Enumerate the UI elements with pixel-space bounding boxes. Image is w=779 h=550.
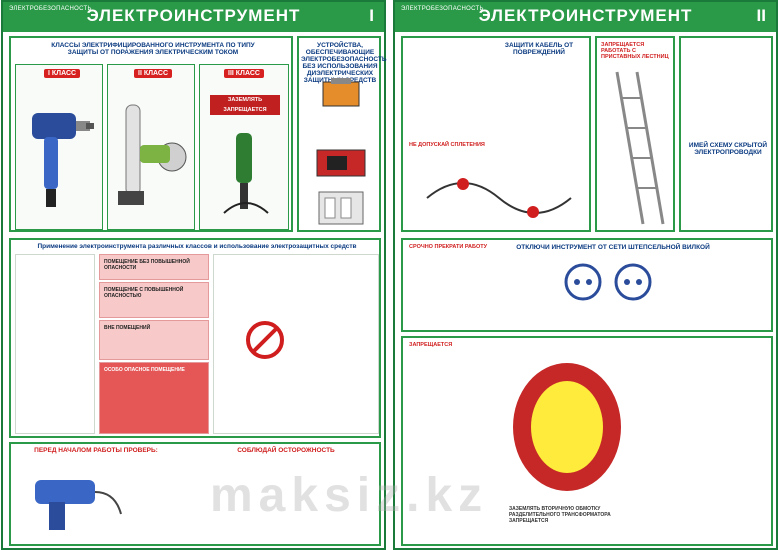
legend-column	[15, 254, 95, 434]
poster-right: ЭЛЕКТРОБЕЗОПАСНОСТЬ ЭЛЕКТРОИНСТРУМЕНТ II…	[393, 0, 778, 550]
watermark: maksiz.kz	[210, 469, 489, 522]
class-2-label: II КЛАСС	[134, 69, 173, 78]
premise-row-1: ПОМЕЩЕНИЕ БЕЗ ПОВЫШЕННОЙ ОПАСНОСТИ	[99, 254, 209, 280]
premise-3-label: ВНЕ ПОМЕЩЕНИЙ	[104, 325, 151, 331]
transformer-panel: ЗАПРЕЩАЕТСЯ ЗАЗЕМЛЯТЬ ВТОРИЧНУЮ ОБМОТКУ …	[401, 336, 773, 546]
premise-row-2: ПОМЕЩЕНИЕ С ПОВЫШЕННОЙ ОПАСНОСТЬЮ	[99, 282, 209, 318]
devices-panel: УСТРОЙСТВА, ОБЕСПЕЧИВАЮЩИЕ ЭЛЕКТРОБЕЗОПА…	[297, 36, 387, 232]
socket-icon	[614, 263, 652, 301]
premise-2-label: ПОМЕЩЕНИЕ С ПОВЫШЕННОЙ ОПАСНОСТЬЮ	[104, 287, 184, 299]
hidden-wiring-title: ИМЕЙ СХЕМУ СКРЫТОЙ ЭЛЕКТРОПРОВОДКИ	[688, 142, 768, 156]
plug-socket-icon	[564, 263, 602, 301]
caution-title: СОБЛЮДАЙ ОСТОРОЖНОСТЬ	[237, 447, 335, 454]
class-3-box: III КЛАСС ЗАЗЕМЛЯТЬ ЗАПРЕЩАЕТСЯ	[199, 64, 289, 230]
header-left: ЭЛЕКТРОБЕЗОПАСНОСТЬ ЭЛЕКТРОИНСТРУМЕНТ I	[3, 2, 384, 32]
drill-check-icon	[35, 480, 122, 530]
header-right: ЭЛЕКТРОБЕЗОПАСНОСТЬ ЭЛЕКТРОИНСТРУМЕНТ II	[395, 2, 776, 32]
rcd-switch-icon	[318, 191, 364, 225]
poster-number-left: I	[369, 6, 374, 25]
forbidden-title: ЗАПРЕЩАЕТСЯ	[409, 342, 453, 348]
premise-row-4: ОСОБО ОПАСНОЕ ПОМЕЩЕНИЕ	[99, 362, 209, 434]
protect-cable-title: ЗАЩИТИ КАБЕЛЬ ОТ ПОВРЕЖДЕНИЙ	[504, 42, 574, 56]
premise-4-label: ОСОБО ОПАСНОЕ ПОМЕЩЕНИЕ	[104, 367, 185, 373]
disconnect-panel: СРОЧНО ПРЕКРАТИ РАБОТУ ОТКЛЮЧИ ИНСТРУМЕН…	[401, 238, 773, 332]
no-ladder-title: ЗАПРЕЩАЕТСЯ РАБОТАТЬ С ПРИСТАВНЫХ ЛЕСТНИ…	[601, 42, 669, 60]
class-3-label: III КЛАСС	[224, 69, 264, 78]
no-tangle-title: НЕ ДОПУСКАЙ СПЛЕТЕНИЯ	[409, 142, 485, 148]
soldering-tool-icon	[223, 133, 269, 214]
class-1-label: I КЛАСС	[44, 69, 81, 78]
poster-number-right: II	[756, 6, 766, 25]
brand-right: ЭЛЕКТРОБЕЗОПАСНОСТЬ	[401, 6, 484, 12]
ladder-icon	[615, 71, 665, 225]
transformer-icon	[322, 78, 360, 107]
poster-left: ЭЛЕКТРОБЕЗОПАСНОСТЬ ЭЛЕКТРОИНСТРУМЕНТ I …	[1, 0, 387, 550]
workers-grid	[213, 254, 379, 434]
drill-icon	[32, 113, 94, 207]
ladder-panel: ЗАПРЕЩАЕТСЯ РАБОТАТЬ С ПРИСТАВНЫХ ЛЕСТНИ…	[595, 36, 675, 232]
checks-panel: ПЕРЕД НАЧАЛОМ РАБОТЫ ПРОВЕРЬ: СОБЛЮДАЙ О…	[9, 442, 381, 546]
classes-title: КЛАССЫ ЭЛЕКТРИФИЦИРОВАННОГО ИНСТРУМЕНТА …	[51, 42, 255, 56]
grounding-note: ЗАЗЕМЛЯТЬ ВТОРИЧНУЮ ОБМОТКУ РАЗДЕЛИТЕЛЬН…	[509, 506, 611, 524]
title-right: ЭЛЕКТРОИНСТРУМЕНТ	[478, 6, 693, 25]
wiring-panel: ИМЕЙ СХЕМУ СКРЫТОЙ ЭЛЕКТРОПРОВОДКИ	[679, 36, 773, 232]
cable-panel: ЗАЩИТИ КАБЕЛЬ ОТ ПОВРЕЖДЕНИЙ НЕ ДОПУСКАЙ…	[401, 36, 591, 232]
cable-tangle-illustration	[426, 178, 572, 218]
generator-icon	[316, 149, 366, 177]
application-title: Применение электроинструмента различных …	[37, 243, 357, 250]
class-1-box: I КЛАСС	[15, 64, 103, 230]
disconnect-title: ОТКЛЮЧИ ИНСТРУМЕНТ ОТ СЕТИ ШТЕПСЕЛЬНОЙ В…	[516, 244, 710, 251]
premise-1-label: ПОМЕЩЕНИЕ БЕЗ ПОВЫШЕННОЙ ОПАСНОСТИ	[104, 259, 190, 271]
class-2-box: II КЛАСС	[107, 64, 195, 230]
stop-work-title: СРОЧНО ПРЕКРАТИ РАБОТУ	[409, 244, 488, 250]
application-panel: Применение электроинструмента различных …	[9, 238, 381, 438]
before-work-title: ПЕРЕД НАЧАЛОМ РАБОТЫ ПРОВЕРЬ:	[34, 447, 158, 454]
prohibited-drill-icon	[246, 321, 284, 359]
tank-illustration	[513, 363, 621, 491]
premise-row-3: ВНЕ ПОМЕЩЕНИЙ	[99, 320, 209, 360]
ground-forbidden-sign: ЗАЗЕМЛЯТЬ ЗАПРЕЩАЕТСЯ	[210, 95, 280, 115]
classes-panel: КЛАССЫ ЭЛЕКТРИФИЦИРОВАННОГО ИНСТРУМЕНТА …	[9, 36, 293, 232]
title-left: ЭЛЕКТРОИНСТРУМЕНТ	[86, 6, 301, 25]
brand-left: ЭЛЕКТРОБЕЗОПАСНОСТЬ	[9, 6, 92, 12]
angle-grinder-icon	[118, 104, 187, 205]
